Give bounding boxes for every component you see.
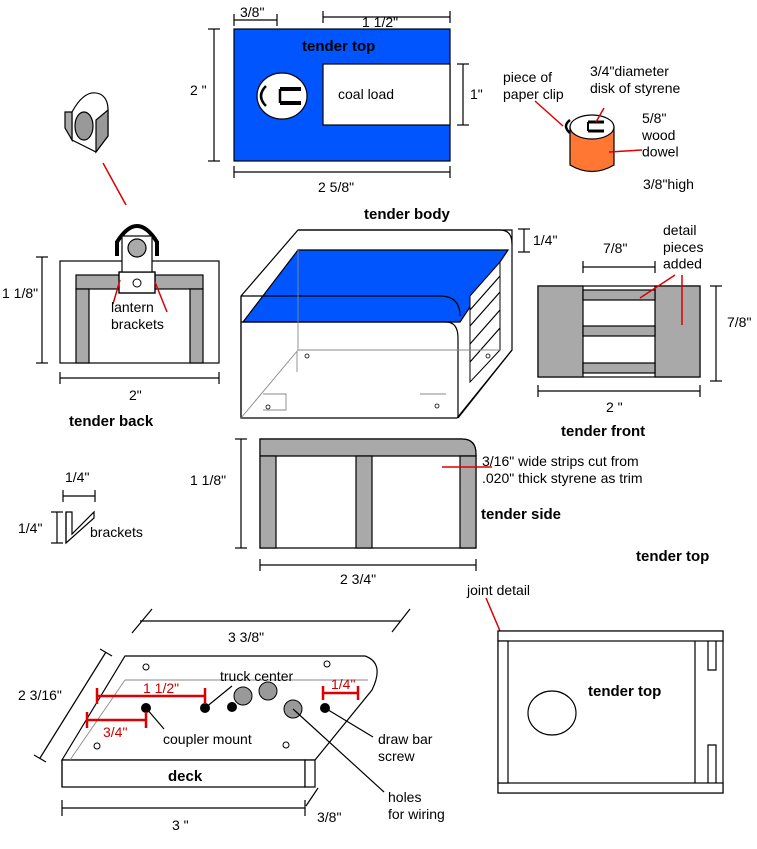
- coal-load-label: coal load: [338, 86, 394, 102]
- coupler-mount-label: coupler mount: [163, 731, 252, 747]
- dim-bracket-top: 1/4": [65, 469, 89, 485]
- dim-tender-front-inner: 7/8": [603, 240, 627, 256]
- tender-side-title: tender side: [481, 506, 561, 523]
- dowel-height-label: 3/8"high: [643, 176, 694, 192]
- dim-deck-length-top: 3 3/8": [228, 629, 264, 645]
- dim-tender-top-3-8: 3/8": [240, 4, 264, 20]
- tender-top-title-right: tender top: [636, 548, 709, 565]
- tender-top-title: tender top: [302, 38, 375, 55]
- dim-deck-length-bottom: 3 ": [172, 817, 189, 833]
- tender-top-plan: coal load tender top 3/8" 1 1/2" 2 " 1": [190, 4, 483, 195]
- tender-front-title: tender front: [561, 423, 645, 440]
- dim-tender-side-height: 1 1/8": [190, 472, 226, 488]
- dim-coal-load-width: 1 1/2": [362, 14, 398, 30]
- dim-tender-top-height: 2 ": [190, 82, 207, 98]
- dim-deck-width: 2 3/16": [18, 687, 62, 703]
- brackets-detail: 1/4" 1/4" brackets: [18, 469, 143, 545]
- tender-top-joint-detail: tender top joint detail tender top: [466, 548, 724, 794]
- tender-body: tender body 1/4": [240, 206, 557, 419]
- coal-load-area: [322, 63, 451, 126]
- deck-title: deck: [168, 768, 203, 785]
- truck-center-label: truck center: [220, 668, 293, 684]
- dim-tender-top-width: 2 5/8": [318, 179, 354, 195]
- tender-side: 1 1/8" 3/16" wide strips cut from.020" t…: [190, 438, 643, 587]
- strip-note-label: 3/16" wide strips cut from.020" thick st…: [482, 453, 643, 486]
- tender-top-inner-title: tender top: [588, 683, 661, 700]
- deck: 3 3/8" 1 1/2" 3/4" 1/4": [18, 608, 445, 833]
- tender-body-title: tender body: [364, 206, 450, 223]
- dim-bracket-side: 1/4": [18, 520, 42, 536]
- dim-coal-load-height: 1": [470, 86, 483, 102]
- dim-coupler-offset: 3/4": [103, 724, 127, 740]
- hatch-hole-icon: [527, 690, 577, 736]
- brackets-label: brackets: [90, 524, 143, 540]
- dim-truck-spacing: 1 1/2": [143, 680, 179, 696]
- dim-tender-front-width: 2 ": [606, 399, 623, 415]
- dim-tender-back-width: 2": [129, 387, 142, 403]
- lantern-bracket-perspective: [64, 92, 127, 206]
- joint-detail-label: joint detail: [466, 582, 530, 598]
- hatch-icon: [256, 72, 308, 120]
- dim-deck-thickness: 3/8": [317, 809, 341, 825]
- dim-tender-front-height: 7/8": [727, 314, 751, 330]
- styrene-disk: [569, 114, 615, 140]
- wood-dowel: [569, 126, 615, 173]
- dim-tender-body-quarter: 1/4": [533, 232, 557, 248]
- dim-tender-side-width: 2 3/4": [340, 571, 376, 587]
- dim-drawbar-offset: 1/4": [331, 676, 355, 692]
- dim-tender-back-height: 1 1/8": [2, 285, 38, 301]
- tender-back-title: tender back: [69, 413, 154, 430]
